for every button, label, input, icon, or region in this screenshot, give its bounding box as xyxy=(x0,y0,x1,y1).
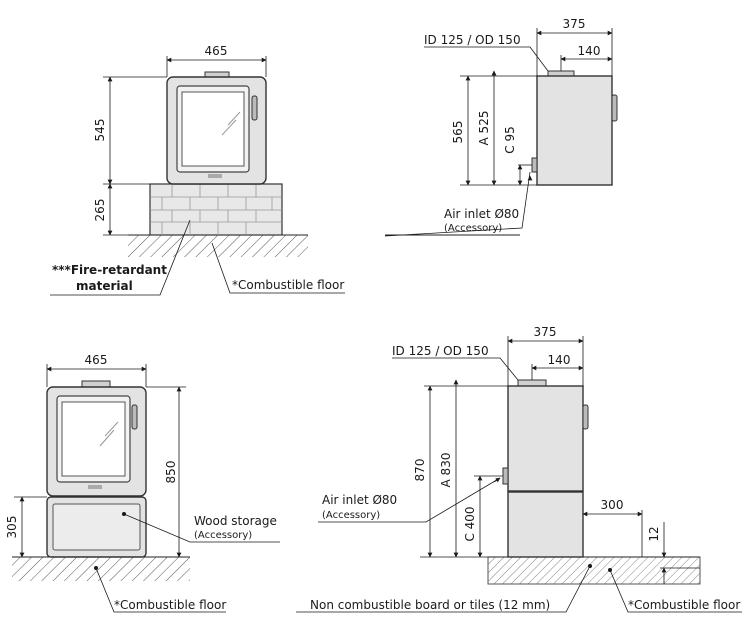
dim-stove-height: 545 xyxy=(93,119,107,142)
dim-flue-offset: 140 xyxy=(578,44,601,58)
stove-side-body xyxy=(536,75,613,186)
side-view-bottom: 375 140 ID 125 / OD 150 870 A 830 C 400 … xyxy=(296,325,742,613)
floor-hatch xyxy=(12,557,190,581)
label-flue: ID 125 / OD 150 xyxy=(392,344,489,358)
stove-glass xyxy=(181,91,245,167)
label-combustible-floor: *Combustible floor xyxy=(232,278,344,292)
label-air-inlet: Air inlet Ø80 xyxy=(322,493,397,507)
front-view-on-wood-storage: 465 850 305 Wood storage (Accessory) *Co… xyxy=(5,353,280,613)
dim-a: A 525 xyxy=(477,111,491,146)
dim-board-extension: 300 xyxy=(601,498,624,512)
dim-c: C 95 xyxy=(503,126,517,153)
stove-side-body xyxy=(507,385,584,492)
label-air-inlet: Air inlet Ø80 xyxy=(444,207,519,221)
dim-board-thickness: 12 xyxy=(647,526,661,541)
dim-total-height: 870 xyxy=(413,459,427,482)
dim-base-height: 265 xyxy=(93,199,107,222)
label-combustible-floor: *Combustible floor xyxy=(628,598,740,612)
label-fire-retardant: ***Fire-retardant xyxy=(52,263,167,277)
flue-collar xyxy=(517,379,547,387)
side-view-top: 375 140 ID 125 / OD 150 565 A 525 C 95 A… xyxy=(384,17,618,237)
air-inlet xyxy=(502,467,509,485)
air-inlet xyxy=(531,157,538,173)
door-handle xyxy=(251,95,258,121)
label-flue: ID 125 / OD 150 xyxy=(424,33,521,47)
label-material: material xyxy=(76,279,133,293)
fire-retardant-base xyxy=(149,183,283,236)
dim-storage-height: 305 xyxy=(5,516,19,539)
label-accessory: (Accessory) xyxy=(194,530,252,541)
label-wood-storage: Wood storage xyxy=(194,514,277,528)
dim-c: C 400 xyxy=(463,506,477,541)
floor-hatch xyxy=(128,235,308,257)
label-combustible-floor: *Combustible floor xyxy=(114,598,226,612)
stove-glass xyxy=(61,401,126,477)
dim-depth: 375 xyxy=(563,17,586,31)
label-accessory: (Accessory) xyxy=(444,223,502,234)
front-view-on-plinth: 465 545 265 ***Fire-retardant material *… xyxy=(50,44,345,296)
dim-total-height: 850 xyxy=(164,461,178,484)
dim-width: 465 xyxy=(205,44,228,58)
non-combustible-board xyxy=(487,556,701,585)
dim-a: A 830 xyxy=(439,453,453,488)
label-accessory: (Accessory) xyxy=(322,510,380,521)
flue-collar xyxy=(547,70,575,77)
dim-width: 465 xyxy=(85,353,108,367)
dim-flue-offset: 140 xyxy=(548,353,571,367)
wood-storage-side xyxy=(507,491,584,558)
label-board: Non combustible board or tiles (12 mm) xyxy=(310,598,550,612)
dim-total-height: 565 xyxy=(451,121,465,144)
dim-depth: 375 xyxy=(534,325,557,339)
